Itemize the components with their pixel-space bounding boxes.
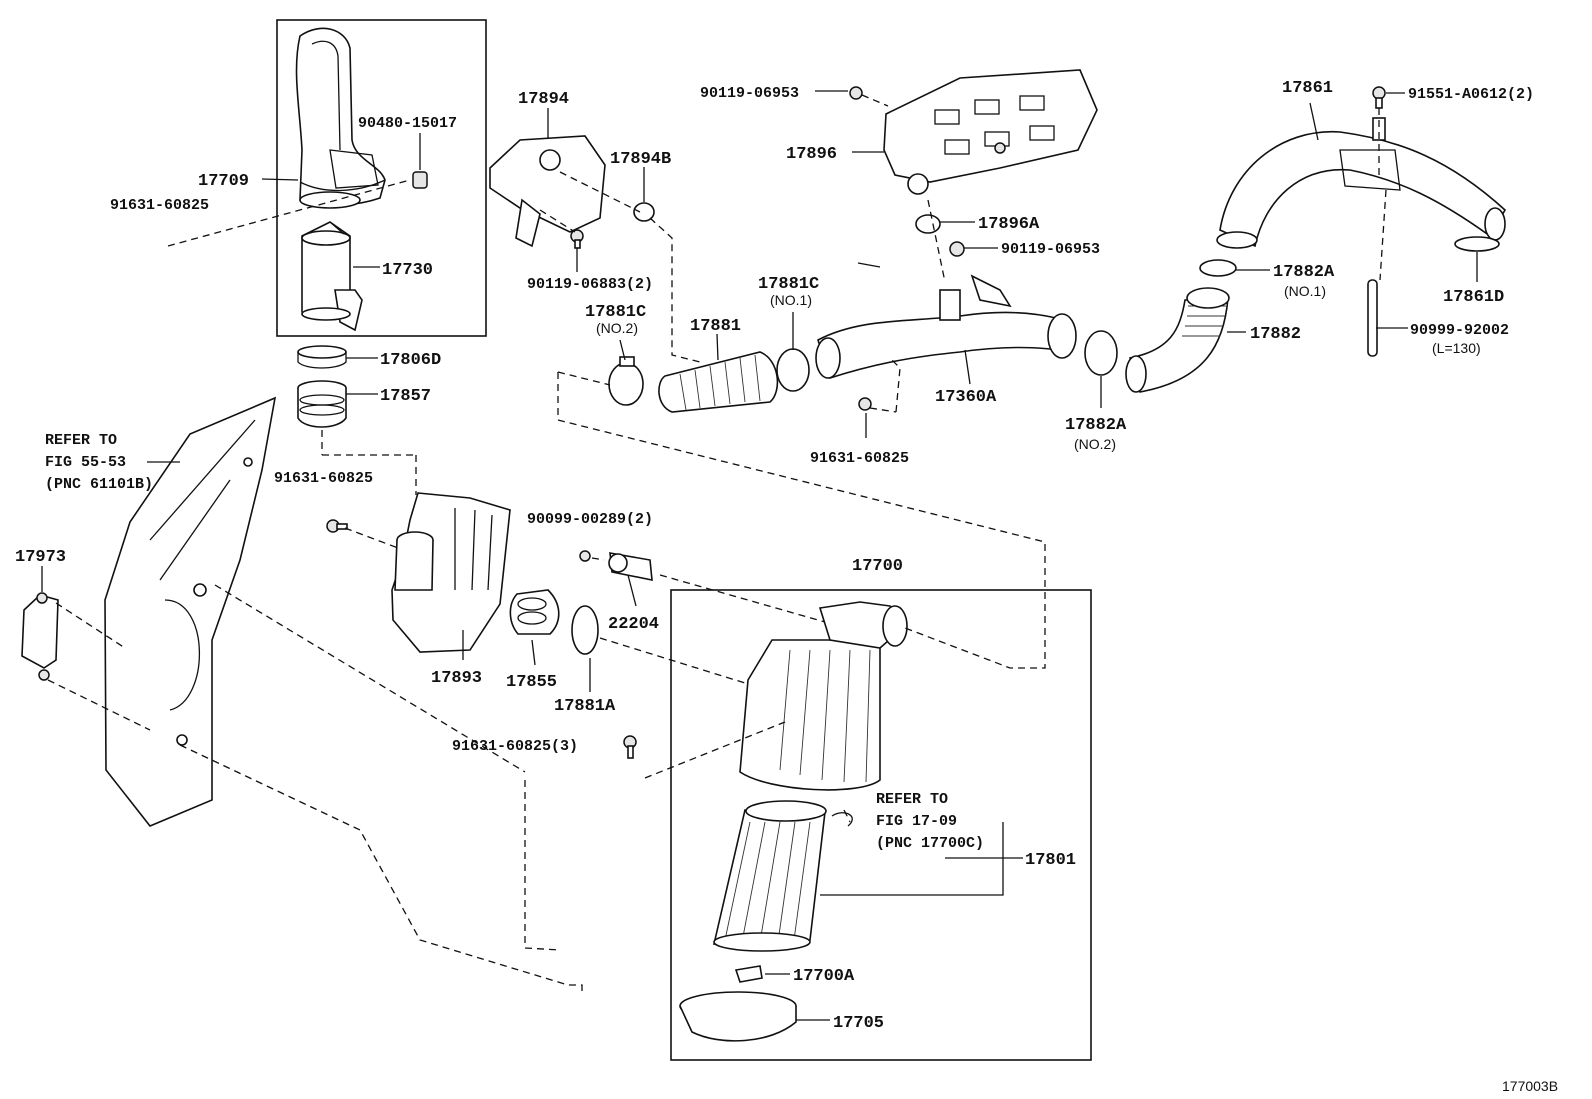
hose-17882-drawing [1125, 287, 1230, 393]
label-17360A: 17360A [935, 388, 997, 407]
bolt-91631-60825-c-drawing [326, 519, 348, 533]
hose-90999-92002-drawing [1367, 279, 1378, 357]
clip-17700A-drawing [734, 965, 763, 983]
band-17861D-drawing [1454, 236, 1500, 252]
label-90119-06953-a: 90119-06953 [700, 85, 799, 102]
label-17806D: 17806D [380, 351, 441, 370]
label-17730: 17730 [382, 261, 433, 280]
label-17801: 17801 [1025, 851, 1076, 870]
label-90999-92002-note: (L=130) [1432, 340, 1481, 356]
clamp-17882A-no1-drawing [1199, 259, 1237, 277]
label-91631-60825-c: 91631-60825 [274, 470, 373, 487]
label-17881C-no1: 17881C [758, 275, 819, 294]
bolt-91631-60825-3-drawing [623, 735, 637, 759]
label-17894B: 17894B [610, 150, 671, 169]
label-17700: 17700 [852, 557, 903, 576]
hose-17881-drawing [658, 351, 779, 413]
labels: 17709 90480-15017 91631-60825 17730 1780… [15, 79, 1558, 1094]
label-17700A: 17700A [793, 967, 855, 986]
element-17801-drawing [712, 800, 827, 952]
ref-fig1709-line3: (PNC 17700C) [876, 835, 984, 852]
label-17882A-no1-note: (NO.1) [1284, 283, 1326, 299]
label-17896A: 17896A [978, 215, 1040, 234]
ref-fig5553-line3: (PNC 61101B) [45, 476, 153, 493]
label-17705: 17705 [833, 1014, 884, 1033]
label-90480-15017: 90480-15017 [358, 115, 457, 132]
bolt-90119-06953-b-drawing [949, 241, 965, 257]
label-17894: 17894 [518, 90, 569, 109]
clamp-17894B-drawing [633, 202, 655, 222]
label-17896: 17896 [786, 145, 837, 164]
label-91551-A0612: 91551-A0612(2) [1408, 86, 1534, 103]
hose-17855-drawing [509, 589, 560, 635]
label-90119-06883: 90119-06883(2) [527, 276, 653, 293]
label-22204: 22204 [608, 615, 659, 634]
bolt-91631-60825-b-drawing [858, 397, 872, 411]
group-box-17700 [670, 589, 1092, 1061]
clip-17896A-drawing [915, 214, 941, 234]
group-box-17709 [276, 19, 487, 337]
label-91631-60825-3: 91631-60825(3) [452, 738, 578, 755]
label-17709: 17709 [198, 172, 249, 191]
label-91631-60825-a: 91631-60825 [110, 197, 209, 214]
diagram-code: 177003B [1502, 1078, 1558, 1094]
bracket-17893-drawing [391, 492, 511, 653]
pipe-17360A-drawing [815, 274, 1077, 380]
bracket-17894-drawing [489, 135, 606, 248]
label-17881C-no2: 17881C [585, 303, 646, 322]
ref-fig5553-line2: FIG 55-53 [45, 454, 126, 471]
bolt-90119-06883-drawing [570, 229, 584, 249]
label-17855: 17855 [506, 673, 557, 692]
bolt-90119-06953-top-drawing [849, 86, 863, 100]
label-17881C-no2-note: (NO.2) [596, 320, 638, 336]
hose-17857-drawing [297, 380, 347, 428]
label-17881C-no1-note: (NO.1) [770, 292, 812, 308]
label-91631-60825-b: 91631-60825 [810, 450, 909, 467]
label-17857: 17857 [380, 387, 431, 406]
clamp-17882A-no2-drawing [1084, 330, 1118, 376]
pipe-17861-drawing [1216, 117, 1507, 249]
cap-17705-drawing [679, 991, 797, 1042]
clamp-17881C-no2-drawing [608, 356, 644, 406]
ref-fig5553-line1: REFER TO [45, 432, 117, 449]
band-17806D-drawing [297, 345, 347, 369]
leader-lines [41, 90, 1478, 1021]
label-17973: 17973 [15, 548, 66, 567]
clamp-17881A-drawing [571, 605, 599, 655]
label-90099-00289: 90099-00289(2) [527, 511, 653, 528]
label-17882A-no1: 17882A [1273, 263, 1335, 282]
heat-shield-17896-drawing [883, 69, 1098, 195]
intake-duct-17709-drawing [295, 27, 386, 209]
sensor-22204-drawing [608, 552, 653, 581]
clamp-17881C-no1-drawing [776, 348, 810, 392]
bolt-90099-00289-drawing [579, 550, 591, 562]
ref-fig1709-line2: FIG 17-09 [876, 813, 957, 830]
label-17861D: 17861D [1443, 288, 1504, 307]
label-17882A-no2: 17882A [1065, 416, 1127, 435]
ref-fig1709-line1: REFER TO [876, 791, 948, 808]
label-17882: 17882 [1250, 325, 1301, 344]
label-17882A-no2-note: (NO.2) [1074, 436, 1116, 452]
air-cleaner-case-17700-drawing [739, 601, 908, 791]
label-90999-92002: 90999-92002 [1410, 322, 1509, 339]
label-17893: 17893 [431, 669, 482, 688]
air-cleaner-17730-drawing [301, 221, 363, 332]
bracket-17973-drawing [21, 592, 59, 681]
body-panel-drawing [104, 396, 277, 827]
clip-90480-15017-drawing [412, 171, 428, 189]
bolt-91551-A0612-drawing [1372, 86, 1386, 109]
label-17861: 17861 [1282, 79, 1333, 98]
label-17881A: 17881A [554, 697, 616, 716]
label-90119-06953-b: 90119-06953 [1001, 241, 1100, 258]
label-17881: 17881 [690, 317, 741, 336]
